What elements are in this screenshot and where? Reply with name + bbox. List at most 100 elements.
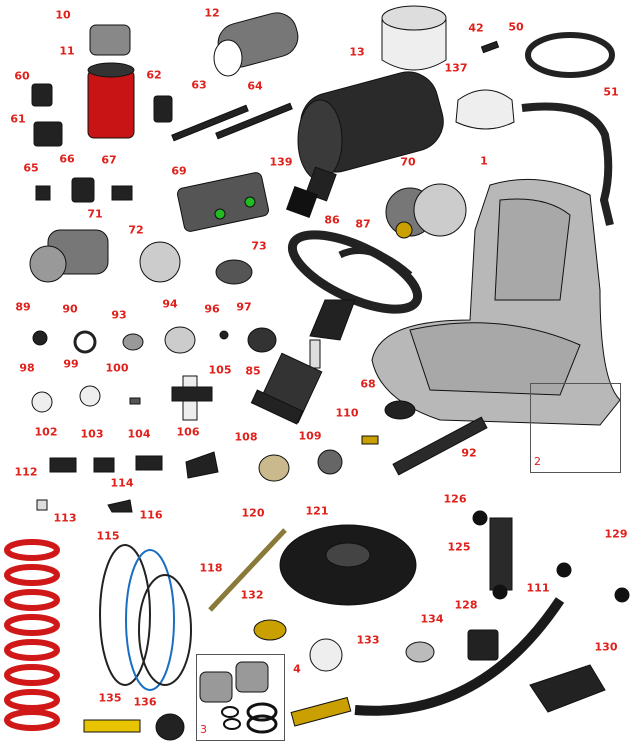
part-label-115: 115 xyxy=(96,529,120,543)
part-85-steering-unit xyxy=(250,339,323,425)
part-label-99: 99 xyxy=(63,357,79,371)
part-90-clamp xyxy=(73,330,97,354)
part-label-126: 126 xyxy=(443,492,467,506)
part-label-96: 96 xyxy=(204,302,220,316)
part-label-1: 1 xyxy=(480,154,488,168)
part-113-spring xyxy=(4,539,60,731)
part-129-bushing-a xyxy=(556,562,572,578)
part-4-linkage xyxy=(290,696,352,727)
part-116-cable xyxy=(125,549,175,691)
part-label-118: 118 xyxy=(199,561,223,575)
part-label-113: 113 xyxy=(53,511,77,525)
part-label-65: 65 xyxy=(23,161,39,175)
part-label-109: 109 xyxy=(298,429,322,443)
part-label-130: 130 xyxy=(594,640,618,654)
part-136-bushing xyxy=(155,713,185,741)
part-13-air-cleaner xyxy=(297,71,444,202)
part-65-connector xyxy=(35,185,51,201)
part-label-89: 89 xyxy=(15,300,31,314)
part-label-106: 106 xyxy=(176,425,200,439)
part-label-103: 103 xyxy=(80,427,104,441)
part-label-64: 64 xyxy=(247,79,263,93)
part-137-precleaner xyxy=(455,89,515,130)
group-box-3-label: 3 xyxy=(200,723,207,736)
part-13-cap xyxy=(381,5,447,71)
part-12-screen-cylinder xyxy=(213,12,299,77)
part-label-71: 71 xyxy=(87,207,103,221)
part-67-connector xyxy=(111,185,133,201)
part-102-clip xyxy=(49,457,77,473)
part-label-98: 98 xyxy=(19,361,35,375)
part-label-51: 51 xyxy=(603,85,619,99)
part-label-90: 90 xyxy=(62,302,78,316)
part-120-brace xyxy=(208,528,287,612)
group-box-2 xyxy=(530,383,621,473)
part-92-seat-rail xyxy=(392,416,488,476)
part-110-fitting xyxy=(361,435,379,445)
part-97-ball-joint xyxy=(247,327,277,353)
part-label-60: 60 xyxy=(14,69,30,83)
part-112-cap xyxy=(36,499,48,511)
part-68-switch xyxy=(384,400,416,420)
part-label-11: 11 xyxy=(59,44,75,58)
part-109-valve xyxy=(317,449,343,475)
part-134-fitting xyxy=(405,641,435,663)
part-125-shock xyxy=(472,510,513,600)
part-label-62: 62 xyxy=(146,68,162,82)
part-label-70: 70 xyxy=(400,155,416,169)
part-87-bracket xyxy=(338,247,413,278)
part-label-4: 4 xyxy=(293,662,301,676)
part-73-thermostat xyxy=(215,259,253,285)
part-128-box xyxy=(467,629,499,661)
part-96-nut xyxy=(219,330,229,340)
part-label-110: 110 xyxy=(335,406,359,420)
part-label-133: 133 xyxy=(356,633,380,647)
part-label-87: 87 xyxy=(355,217,371,231)
part-1-seat xyxy=(371,178,621,426)
part-94-bushing xyxy=(164,326,196,354)
part-98-bearing xyxy=(31,391,53,413)
part-label-114: 114 xyxy=(110,476,134,490)
part-130-bracket xyxy=(529,664,606,713)
part-label-66: 66 xyxy=(59,152,75,166)
part-label-105: 105 xyxy=(208,363,232,377)
part-42-pin xyxy=(480,40,500,54)
part-label-102: 102 xyxy=(34,425,58,439)
part-70-alternator xyxy=(385,183,467,239)
part-label-134: 134 xyxy=(420,612,444,626)
part-71-starter xyxy=(29,229,109,283)
part-label-93: 93 xyxy=(111,308,127,322)
part-66-relay xyxy=(71,177,95,203)
part-label-111: 111 xyxy=(526,581,550,595)
part-118-cable xyxy=(138,574,192,686)
part-label-61: 61 xyxy=(10,112,26,126)
part-label-137: 137 xyxy=(444,61,468,75)
part-111-leaf-spring xyxy=(354,597,565,716)
part-label-63: 63 xyxy=(191,78,207,92)
part-89-clamp xyxy=(32,330,48,346)
part-label-132: 132 xyxy=(240,588,264,602)
part-label-85: 85 xyxy=(245,364,261,378)
part-label-10: 10 xyxy=(55,8,71,22)
part-104-clip xyxy=(135,455,163,471)
part-label-69: 69 xyxy=(171,164,187,178)
part-51-hose xyxy=(521,102,614,226)
part-label-116: 116 xyxy=(139,508,163,522)
part-label-73: 73 xyxy=(251,239,267,253)
part-label-135: 135 xyxy=(98,691,122,705)
part-93-bushing xyxy=(122,333,144,351)
group-box-3 xyxy=(196,654,285,741)
part-label-136: 136 xyxy=(133,695,157,709)
part-label-139: 139 xyxy=(269,155,293,169)
part-60-switch xyxy=(31,83,53,107)
part-label-92: 92 xyxy=(461,446,477,460)
group-box-2-label: 2 xyxy=(534,455,541,468)
part-61-switch xyxy=(33,121,63,147)
part-label-112: 112 xyxy=(14,465,38,479)
part-label-12: 12 xyxy=(204,6,220,20)
part-label-125: 125 xyxy=(447,540,471,554)
part-label-68: 68 xyxy=(360,377,376,391)
part-10-filter-head xyxy=(89,24,131,56)
part-label-129: 129 xyxy=(604,527,628,541)
